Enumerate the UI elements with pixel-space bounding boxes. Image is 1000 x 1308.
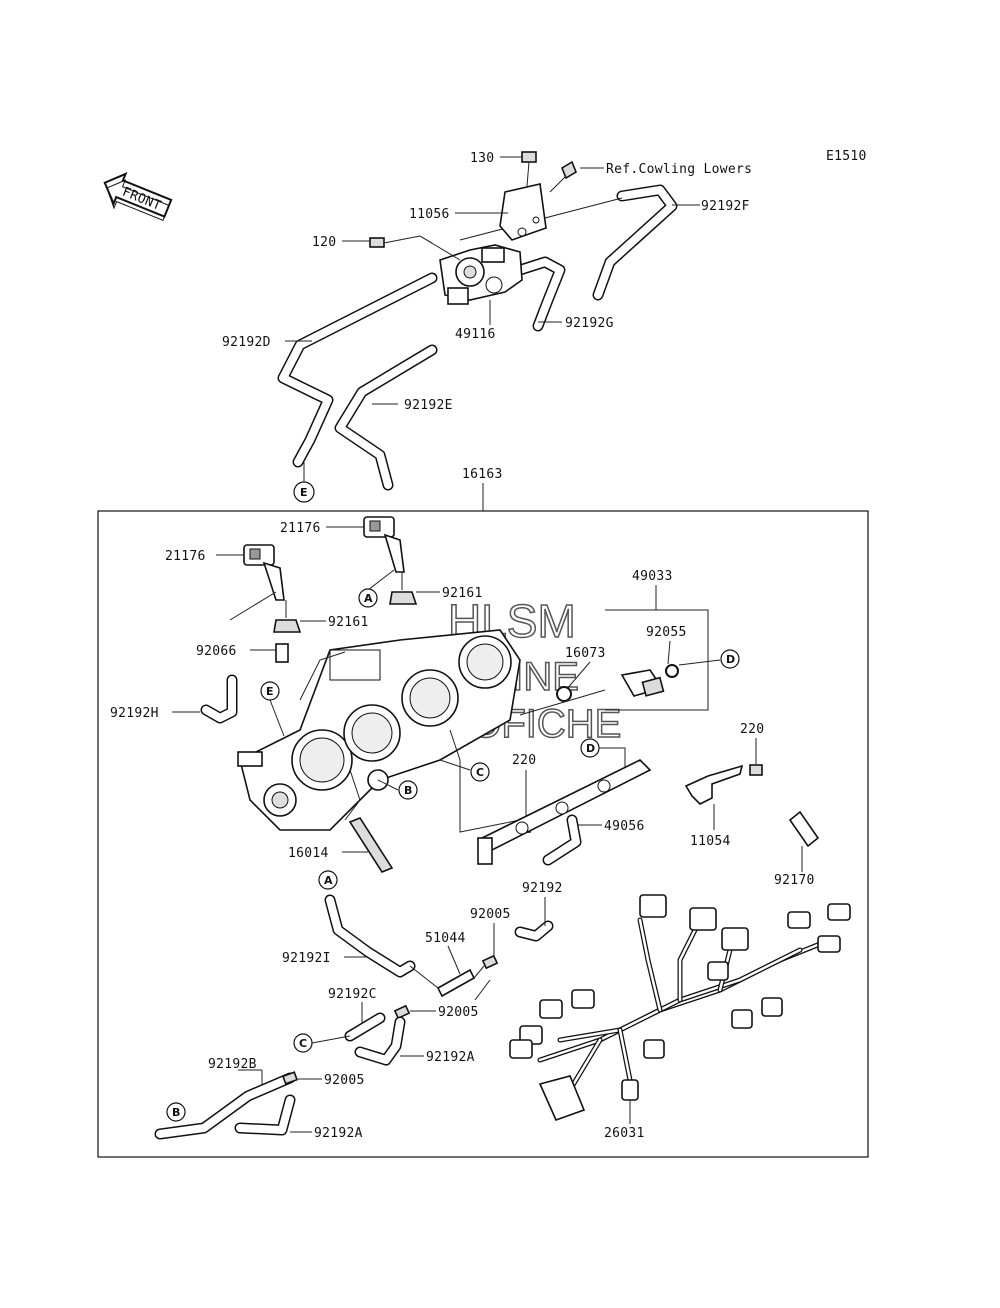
fitting-92005-c xyxy=(281,1071,299,1085)
callout-92192E: 92192E xyxy=(404,398,453,413)
callout-92055: 92055 xyxy=(646,625,687,640)
bracket-11056 xyxy=(499,183,547,241)
callout-16014: 16014 xyxy=(288,846,329,861)
hose-92192D xyxy=(277,272,438,468)
callout-49033: 49033 xyxy=(632,569,673,584)
grommet-92161-left xyxy=(273,600,302,633)
ref-cowling-lowers: Ref.Cowling Lowers xyxy=(606,162,752,177)
ref-circle-C-box xyxy=(470,762,490,782)
hose-92192 xyxy=(514,920,554,942)
cap-92066 xyxy=(275,643,289,663)
diagram-code: E1510 xyxy=(826,149,867,164)
clamp-92170 xyxy=(788,810,820,848)
injector-49033 xyxy=(620,669,665,697)
throttle-body-assembly xyxy=(237,629,521,831)
ref-circle-D-right xyxy=(720,649,740,669)
hose-92192B xyxy=(154,1072,296,1140)
bracket-11054 xyxy=(684,764,744,805)
ref-B-box: B xyxy=(404,784,412,797)
callout-11054: 11054 xyxy=(690,834,731,849)
callout-92005-b: 92005 xyxy=(438,1005,479,1020)
ref-E-top: E xyxy=(300,486,308,499)
ref-circle-B-lower xyxy=(166,1102,186,1122)
callout-130: 130 xyxy=(470,151,494,166)
assembly-box-16163 xyxy=(97,510,869,1158)
callout-92005-c: 92005 xyxy=(324,1073,365,1088)
bolt-130 xyxy=(521,151,537,187)
ref-circle-A-lower xyxy=(318,870,338,890)
fuel-rail-49056 xyxy=(476,759,652,866)
connector-51044 xyxy=(436,968,476,998)
callout-26031: 26031 xyxy=(604,1126,645,1141)
fitting-92005-a xyxy=(481,954,499,970)
hose-92192H xyxy=(200,674,238,724)
sensor-21176-left xyxy=(243,544,285,601)
ref-circle-A-box xyxy=(358,588,378,608)
callout-21176-left: 21176 xyxy=(165,549,206,564)
ref-circle-B-box xyxy=(398,780,418,800)
bolt-220-right xyxy=(749,764,763,776)
callout-49056: 49056 xyxy=(604,819,645,834)
callout-92192B: 92192B xyxy=(208,1057,257,1072)
ref-E-box: E xyxy=(266,685,274,698)
callout-92170: 92170 xyxy=(774,873,815,888)
hose-92192C xyxy=(344,1012,386,1042)
sensor-21176-upper xyxy=(363,516,405,573)
callout-220-right: 220 xyxy=(740,722,764,737)
grommet-92161-right xyxy=(389,572,418,605)
ref-C-box: C xyxy=(476,766,484,779)
hose-92192I xyxy=(324,894,416,978)
hose-92192G xyxy=(514,256,566,332)
callout-92161-right: 92161 xyxy=(442,586,483,601)
callout-220-left: 220 xyxy=(512,753,536,768)
fitting-92005-b xyxy=(393,1004,411,1020)
callout-16163: 16163 xyxy=(462,467,503,482)
callout-92161-left: 92161 xyxy=(328,615,369,630)
callout-21176-upper: 21176 xyxy=(280,521,321,536)
callout-92192F: 92192F xyxy=(701,199,750,214)
hose-92192E xyxy=(334,344,438,491)
callout-92192A-upper: 92192A xyxy=(426,1050,475,1065)
ref-A-lower: A xyxy=(324,874,333,887)
callout-92192D: 92192D xyxy=(222,335,271,350)
callout-92192G: 92192G xyxy=(565,316,614,331)
valve-49116 xyxy=(439,244,523,305)
screw-16014 xyxy=(348,817,394,873)
callout-92005-a: 92005 xyxy=(470,907,511,922)
callout-92192A-lower: 92192A xyxy=(314,1126,363,1141)
ref-circle-E-top xyxy=(293,481,315,503)
wiring-harness-26031 xyxy=(509,894,851,1122)
hose-92192F xyxy=(592,184,678,301)
callout-92192C: 92192C xyxy=(328,987,377,1002)
ref-D-rail: D xyxy=(586,742,595,755)
callout-92192: 92192 xyxy=(522,881,563,896)
bolt-ref xyxy=(549,160,577,193)
ref-C-lower: C xyxy=(299,1037,307,1050)
bolt-120 xyxy=(369,237,385,248)
front-arrow-icon: FRONT xyxy=(103,172,173,221)
ref-B-lower: B xyxy=(172,1106,180,1119)
o-ring-92055 xyxy=(665,664,679,678)
callout-51044: 51044 xyxy=(425,931,466,946)
ref-A-box: A xyxy=(364,592,373,605)
hose-92192A-lower xyxy=(234,1094,296,1136)
o-ring-16073 xyxy=(556,686,572,702)
callout-120: 120 xyxy=(312,235,336,250)
callout-49116: 49116 xyxy=(455,327,496,342)
callout-92066: 92066 xyxy=(196,644,237,659)
hose-92192A-upper xyxy=(354,1016,406,1066)
callout-16073: 16073 xyxy=(565,646,606,661)
callout-92192I: 92192I xyxy=(282,951,331,966)
callout-11056: 11056 xyxy=(409,207,450,222)
callout-92192H: 92192H xyxy=(110,706,159,721)
ref-D-right: D xyxy=(726,653,735,666)
